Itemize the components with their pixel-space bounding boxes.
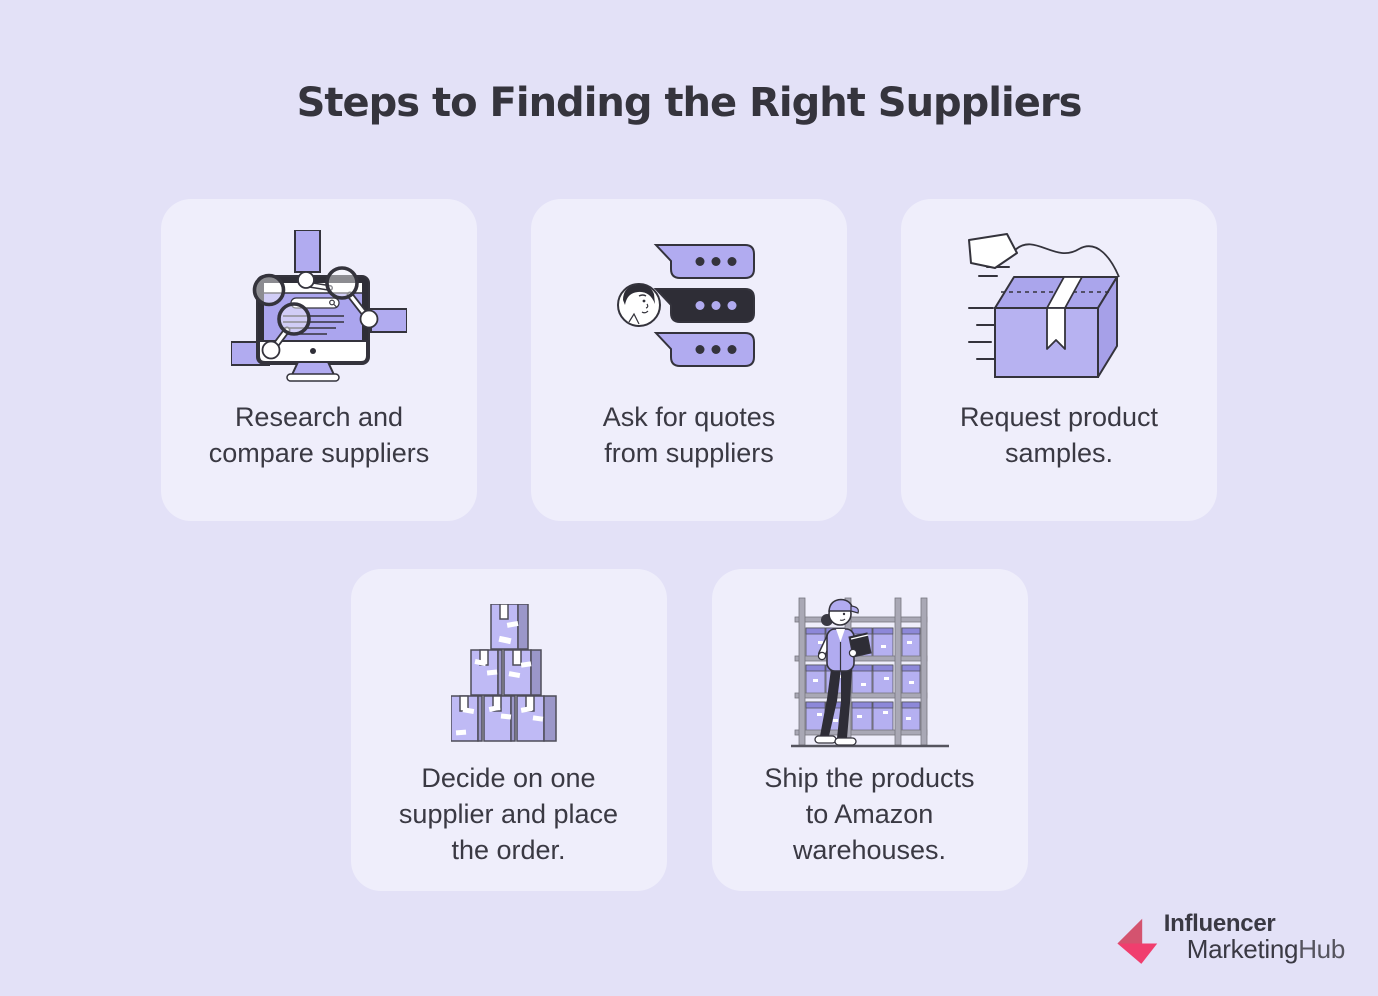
step-label-line: the order. xyxy=(451,835,566,865)
step-label-line: from suppliers xyxy=(604,438,774,468)
step-label-decide: Decide on one supplier and place the ord… xyxy=(399,760,618,868)
step-label-line: to Amazon xyxy=(805,799,934,829)
step-label-line: Decide on one xyxy=(421,763,596,793)
step-label-quotes: Ask for quotes from suppliers xyxy=(603,399,776,471)
logo-text-marketinghub: MarketingHub xyxy=(1186,934,1346,964)
influencer-marketinghub-logo: Influencer MarketingHub xyxy=(1113,906,1345,968)
step-label-line: Ask for quotes xyxy=(602,402,776,432)
step-label-line: compare suppliers xyxy=(208,438,430,468)
logo-text: Influencer MarketingHub xyxy=(1163,910,1346,964)
step-card-ship: Ship the products to Amazon warehouses. xyxy=(711,569,1028,891)
step-label-line: warehouses. xyxy=(792,835,947,865)
step-card-quotes: Ask for quotes from suppliers xyxy=(531,199,847,521)
logo-text-influencer: Influencer xyxy=(1163,910,1276,937)
warehouse-worker-icon xyxy=(790,595,949,751)
box-stack-icon xyxy=(450,595,567,751)
step-label-line: Ship the products xyxy=(764,763,975,793)
step-label-line: Research and xyxy=(234,402,404,432)
step-label-line: supplier and place xyxy=(398,799,619,829)
logo-text-hub: Hub xyxy=(1298,934,1345,964)
step-label-ship: Ship the products to Amazon warehouses. xyxy=(764,760,974,868)
step-card-research: Research and compare suppliers xyxy=(161,199,477,521)
step-label-line: Request product xyxy=(959,402,1159,432)
step-card-decide: Decide on one supplier and place the ord… xyxy=(350,569,667,891)
chat-quotes-icon xyxy=(616,227,762,385)
step-label-line: samples. xyxy=(1004,438,1114,468)
logo-text-marketing: Marketing xyxy=(1186,934,1299,964)
research-monitor-icon xyxy=(231,227,407,385)
step-label-samples: Request product samples. xyxy=(960,399,1158,471)
step-label-research: Research and compare suppliers xyxy=(209,399,430,471)
steps-row-1: Research and compare suppliers xyxy=(0,199,1378,521)
sample-box-icon xyxy=(967,227,1152,385)
steps-row-2: Decide on one supplier and place the ord… xyxy=(0,569,1378,891)
step-card-samples: Request product samples. xyxy=(901,199,1217,521)
logo-arrow-icon xyxy=(1117,918,1157,964)
page-title: Steps to Finding the Right Suppliers xyxy=(296,80,1083,126)
